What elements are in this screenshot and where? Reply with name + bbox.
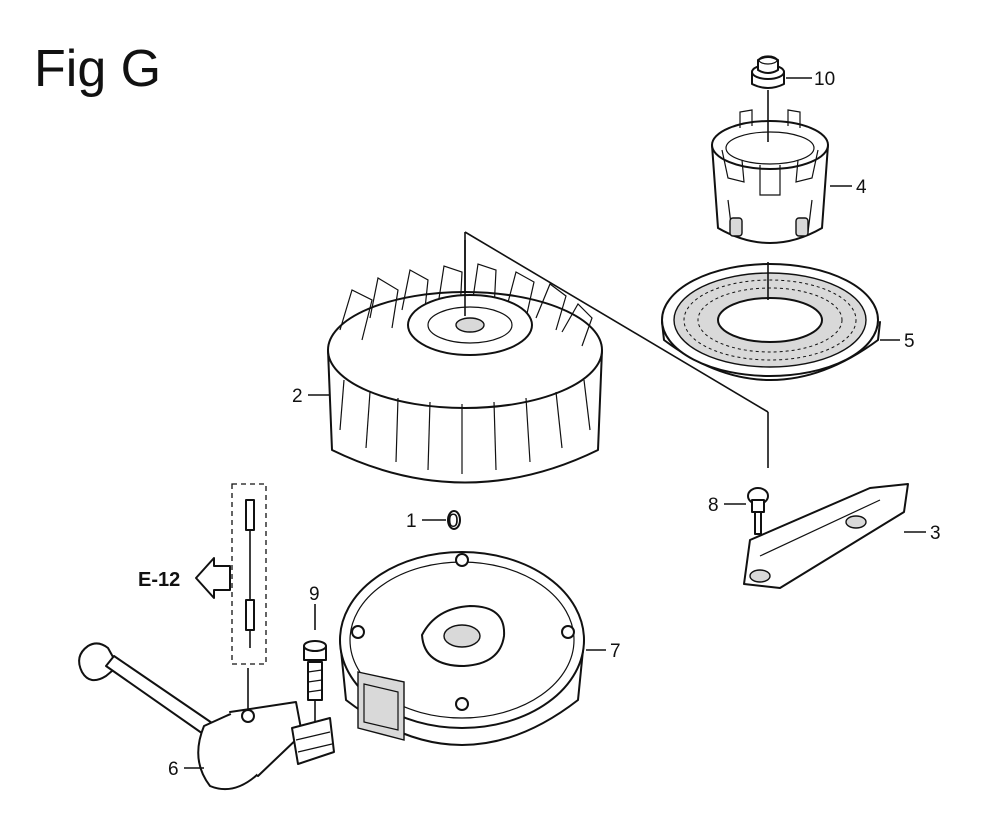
part-5-screen-grid bbox=[661, 262, 900, 381]
part-8-bolt bbox=[724, 487, 769, 535]
callout-8: 8 bbox=[708, 495, 719, 516]
callout-3: 3 bbox=[930, 523, 941, 544]
figure-title: Fig G bbox=[34, 40, 161, 98]
callout-4: 4 bbox=[856, 177, 867, 198]
callout-1: 1 bbox=[406, 511, 417, 532]
part-4-starter-pulley bbox=[711, 90, 852, 244]
callout-2: 2 bbox=[292, 386, 303, 407]
part-2-flywheel-fan bbox=[308, 240, 603, 484]
callout-10: 10 bbox=[814, 69, 835, 90]
callout-7: 7 bbox=[610, 641, 621, 662]
part-9-bolt bbox=[303, 604, 327, 728]
callout-9: 9 bbox=[309, 584, 320, 605]
part-1-key bbox=[422, 510, 461, 530]
xref-label: E-12 bbox=[138, 569, 180, 591]
callout-1-suffix: 0 bbox=[448, 511, 459, 532]
xref-arrow bbox=[195, 557, 231, 599]
part-6-stop-switch bbox=[78, 642, 335, 790]
part-10-flange-nut bbox=[751, 55, 812, 89]
xref-bracket bbox=[231, 483, 267, 665]
callout-6: 6 bbox=[168, 759, 179, 780]
callout-5: 5 bbox=[904, 331, 915, 352]
part-3-coil-plate bbox=[743, 483, 926, 589]
part-7-flywheel bbox=[339, 551, 606, 746]
